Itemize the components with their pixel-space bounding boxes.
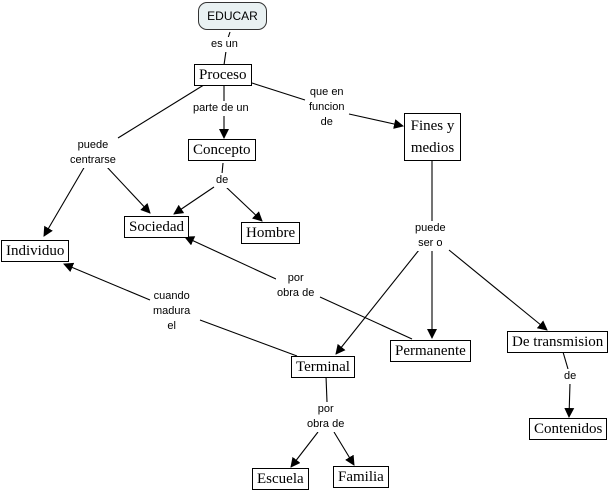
line-proceso-queenfuncion xyxy=(251,82,306,101)
link-de-transmision: de xyxy=(563,369,578,384)
concept-hombre[interactable]: Hombre xyxy=(241,222,301,244)
concept-permanente[interactable]: Permanente xyxy=(390,340,471,362)
link-que-en-funcion-de: que en funcion de xyxy=(308,85,346,130)
line-de-hombre xyxy=(225,186,263,222)
link-es-un: es un xyxy=(210,37,239,52)
concept-educar[interactable]: EDUCAR xyxy=(198,2,267,30)
line-terminal-porobrade2 xyxy=(325,375,328,403)
line-porobrade2-escuela xyxy=(290,431,319,468)
concept-sociedad[interactable]: Sociedad xyxy=(124,216,189,238)
line-esun-proceso xyxy=(223,50,227,66)
line-porobrade-sociedad xyxy=(184,236,277,280)
concept-de-transmision[interactable]: De transmision xyxy=(507,331,609,353)
line-permanente-porobrade xyxy=(319,296,413,340)
line-transmision-de xyxy=(562,351,569,370)
link-cuando-madura-el: cuando madura el xyxy=(152,289,192,334)
line-puedesero-terminal xyxy=(335,249,420,355)
line-de-sociedad xyxy=(173,186,215,215)
concept-concepto[interactable]: Concepto xyxy=(188,139,256,161)
concept-familia[interactable]: Familia xyxy=(333,466,389,488)
link-por-obra-de-terminal: por obra de xyxy=(306,402,346,432)
line-queenfuncion-fines xyxy=(348,113,404,129)
concept-fines-y-medios[interactable]: Fines y medios xyxy=(404,113,461,161)
concept-terminal[interactable]: Terminal xyxy=(291,356,355,378)
line-proceso-puedecentrarse xyxy=(117,82,208,139)
link-puede-centrarse: puede centrarse xyxy=(69,138,117,168)
link-parte-de-un: parte de un xyxy=(192,101,250,116)
link-puede-ser-o: puede ser o xyxy=(414,221,447,251)
link-por-obra-de-sociedad: por obra de xyxy=(276,271,316,301)
line-puedecentrarse-sociedad xyxy=(105,165,151,214)
line-cuandomadura-individuo xyxy=(63,262,151,301)
line-porobrade2-familia xyxy=(333,431,355,466)
line-puedecentrarse-individuo xyxy=(43,165,86,237)
line-de-contenidos xyxy=(564,382,575,418)
concept-individuo[interactable]: Individuo xyxy=(1,240,70,262)
line-concepto-de xyxy=(221,162,224,175)
link-de-concepto: de xyxy=(215,173,230,188)
concept-contenidos[interactable]: Contenidos xyxy=(529,418,608,440)
line-terminal-cuandomadura xyxy=(199,319,298,357)
concept-escuela[interactable]: Escuela xyxy=(252,468,309,490)
concept-proceso[interactable]: Proceso xyxy=(194,64,252,86)
line-puedesero-transmision xyxy=(448,249,548,331)
